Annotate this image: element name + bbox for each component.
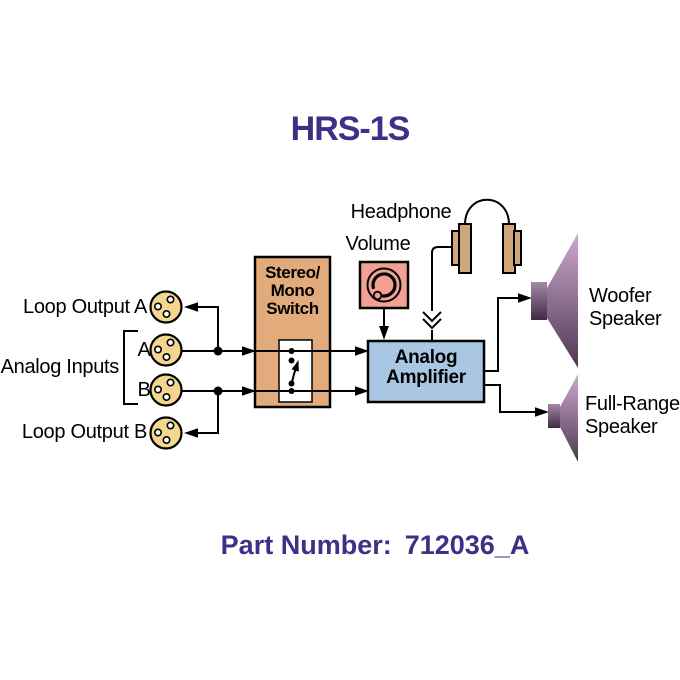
analog-inputs-bracket <box>123 330 138 405</box>
arrowheads <box>184 293 549 438</box>
diagram-title: HRS-1S <box>290 110 411 148</box>
switch-symbol-icon <box>288 348 299 394</box>
headphone-icon <box>451 198 522 274</box>
label-input-b: B <box>137 379 151 401</box>
label-volume: Volume <box>345 233 411 255</box>
arrow-into-switch-b-icon <box>242 386 256 396</box>
label-woofer-speaker: Woofer Speaker <box>589 285 662 330</box>
arrow-loop-output-b-icon <box>184 428 198 438</box>
xlr-input-b-icon <box>149 373 183 407</box>
plug-chevron-icon <box>422 318 442 330</box>
line-loop-output-a <box>196 306 219 351</box>
plug-chevron-icon <box>422 311 442 323</box>
arrow-fullrange-icon <box>535 407 549 417</box>
woofer-speaker-icon <box>531 233 578 368</box>
arrow-into-amp-a-icon <box>355 346 369 356</box>
line-amp-to-fullrange <box>484 384 536 413</box>
full-range-speaker-icon <box>548 374 578 462</box>
signal-lines <box>123 246 536 434</box>
label-loop-output-b: Loop Output B <box>21 421 147 443</box>
label-analog-amplifier: Analog Amplifier <box>386 347 466 388</box>
xlr-input-a-icon <box>149 333 183 367</box>
label-analog-inputs: Analog Inputs <box>0 356 120 378</box>
junction-dot <box>213 386 223 396</box>
arrow-loop-output-a-icon <box>184 302 198 312</box>
line-amp-to-woofer <box>484 297 518 372</box>
volume-knob-icon <box>366 267 402 303</box>
label-full-range-speaker: Full-Range Speaker <box>585 393 680 438</box>
arrow-woofer-icon <box>518 293 532 303</box>
arrow-into-amp-b-icon <box>355 386 369 396</box>
junction-dot <box>213 346 223 356</box>
line-loop-output-b <box>196 391 219 434</box>
part-number-value: 712036_A <box>404 530 530 560</box>
xlr-loop-output-a-icon <box>149 290 183 324</box>
label-headphone: Headphone <box>350 201 452 223</box>
analog-amplifier-box <box>366 339 486 404</box>
line-headphone-wire <box>431 246 452 311</box>
arrow-into-switch-a-icon <box>242 346 256 356</box>
label-stereo-mono-switch: Stereo/ Mono Switch <box>265 263 320 318</box>
part-number-label: Part Number: <box>220 530 392 560</box>
arrow-volume-icon <box>379 326 389 340</box>
label-input-a: A <box>137 339 151 361</box>
xlr-loop-output-b-icon <box>149 416 183 450</box>
label-loop-output-a: Loop Output A <box>23 296 147 318</box>
part-number: Part Number: 712036_A <box>70 530 680 561</box>
